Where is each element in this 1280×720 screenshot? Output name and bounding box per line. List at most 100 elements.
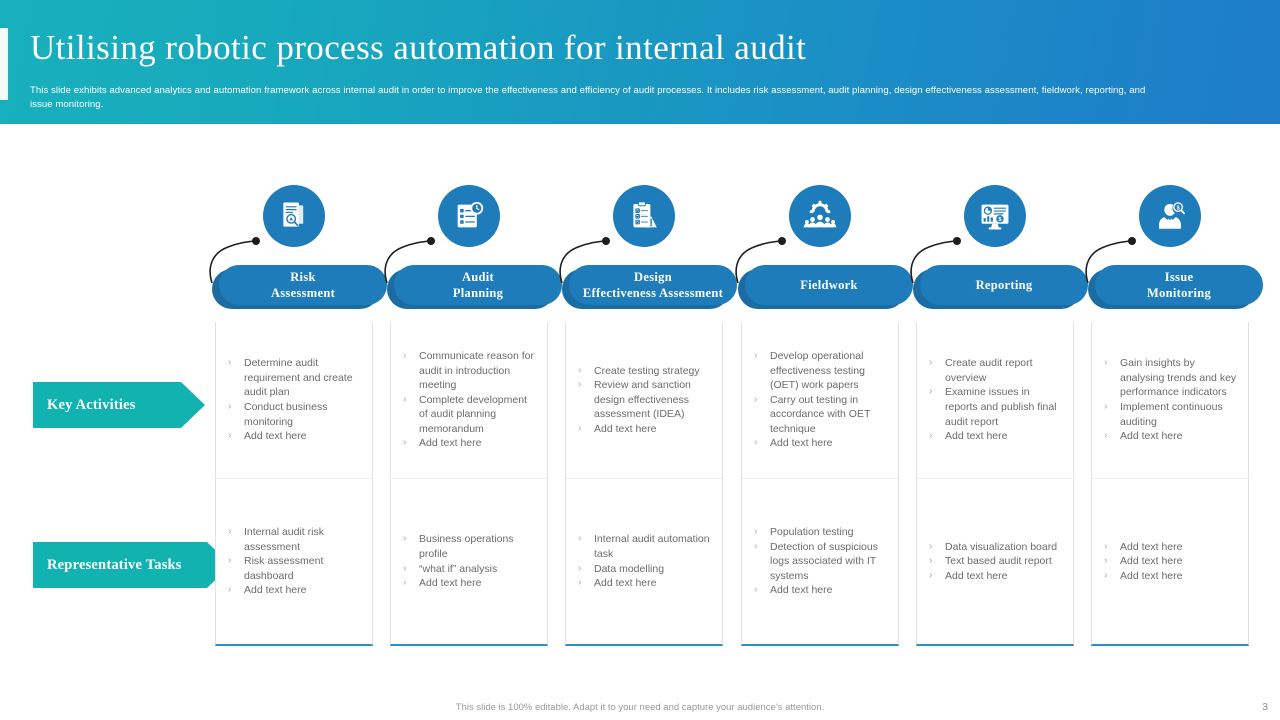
chevron-right-icon: › xyxy=(1104,540,1108,552)
list-item: ›Add text here xyxy=(401,576,537,591)
stage-label-line1: Reporting xyxy=(975,278,1033,292)
list-item: ›Risk assessment dashboard xyxy=(226,554,362,583)
stage-connector-line xyxy=(735,237,786,284)
representative-tasks-cell-1: › Internal audit risk assessment›Risk ass… xyxy=(215,479,373,646)
chevron-right-icon: › xyxy=(754,393,758,405)
team-gear-icon[interactable] xyxy=(789,185,851,247)
list-item-text: Create audit report overview xyxy=(945,357,1033,384)
stage-label-pill-4[interactable]: Fieldwork xyxy=(745,265,913,305)
list-item-text: Internal audit risk assessment xyxy=(244,526,324,553)
list-item-text: Add text here xyxy=(770,584,833,597)
list-item-text: Add text here xyxy=(945,430,1008,443)
bullet-list: ›Gain insights by analysing trends and k… xyxy=(1102,356,1238,444)
chevron-right-icon: › xyxy=(578,533,582,545)
list-item: ›Gain insights by analysing trends and k… xyxy=(1102,356,1238,400)
chevron-right-icon: › xyxy=(754,437,758,449)
representative-tasks-cell-5: › Data visualization board›Text based aud… xyxy=(916,479,1074,646)
chevron-right-icon: › xyxy=(754,540,758,552)
document-search-icon[interactable] xyxy=(263,185,325,247)
list-item: ›Internal audit automation task xyxy=(576,532,712,561)
stage-label-line1: Design xyxy=(634,270,672,284)
representative-tasks-cell-6: ›Add text here›Add text here›Add text he… xyxy=(1091,479,1249,646)
list-item-text: Add text here xyxy=(1120,540,1183,553)
stage-5[interactable]: $ Reporting xyxy=(910,185,1088,320)
list-item-text: Carry out testing in accordance with OET… xyxy=(770,393,871,435)
row-label-representative-tasks-text: Representative Tasks xyxy=(47,556,182,573)
list-item: › Carry out testing in accordance with OE… xyxy=(752,393,888,437)
dashboard-monitor-icon[interactable]: $ xyxy=(964,185,1026,247)
clipboard-pencil-icon[interactable] xyxy=(613,185,675,247)
list-item-text: Determine audit requirement and create a… xyxy=(244,357,353,399)
list-item-text: Add text here xyxy=(419,437,482,450)
chevron-right-icon: › xyxy=(929,357,933,369)
chevron-right-icon: › xyxy=(403,393,407,405)
bullet-list: ›Add text here›Add text here›Add text he… xyxy=(1102,540,1238,584)
stage-label-line2: Assessment xyxy=(270,286,336,300)
bullet-list: ›Internal audit automation task› Data mod… xyxy=(576,532,712,590)
checklist-clock-icon[interactable] xyxy=(438,185,500,247)
person-magnifier-icon[interactable]: $ xyxy=(1139,185,1201,247)
stage-label-line1: Audit xyxy=(461,270,495,284)
list-item: › Data modelling xyxy=(576,562,712,577)
list-item: ›Add text here xyxy=(927,429,1063,444)
list-item-text: Communicate reason for audit in introduc… xyxy=(419,349,534,392)
key-activities-cell-4: ›Develop operational effectiveness testi… xyxy=(741,322,899,479)
stage-connector-line xyxy=(384,237,435,284)
stage-label-pill-5[interactable]: Reporting xyxy=(920,265,1088,305)
list-item-text: Data modelling xyxy=(594,562,665,575)
list-item-text: Text based audit report xyxy=(945,555,1052,568)
list-item: ›Text based audit report xyxy=(927,554,1063,569)
list-item-text: Risk assessment dashboard xyxy=(244,555,324,582)
list-item: › Create audit report overview xyxy=(927,356,1063,385)
list-item: › Add text here xyxy=(752,583,888,598)
page-title: Utilising robotic process automation for… xyxy=(30,28,807,67)
stage-label-line2: Effectiveness Assessment xyxy=(582,286,724,300)
list-item: ›Add text here xyxy=(226,429,362,444)
list-item: ›Examine issues in reports and publish f… xyxy=(927,385,1063,429)
chevron-right-icon: › xyxy=(1104,430,1108,442)
list-item-text: Add text here xyxy=(770,437,833,450)
list-item: ›Add text here xyxy=(927,569,1063,584)
stage-connector-line xyxy=(209,237,260,284)
list-item-text: Add text here xyxy=(594,577,657,590)
bullet-list: ›Develop operational effectiveness testi… xyxy=(752,349,888,451)
chevron-right-icon: › xyxy=(1104,555,1108,567)
row-label-key-activities: Key Activities xyxy=(33,382,205,428)
list-item-text: “what if” analysis xyxy=(419,562,498,575)
chevron-right-icon: › xyxy=(929,540,933,552)
list-item: ›Implement continuous auditing xyxy=(1102,400,1238,429)
list-item-text: Add text here xyxy=(594,422,657,435)
list-item-text: Data visualization board xyxy=(945,540,1058,553)
chevron-right-icon: › xyxy=(403,562,407,574)
list-item-text: Conduct business monitoring xyxy=(244,401,328,428)
slide-header: Utilising robotic process automation for… xyxy=(0,0,1280,124)
list-item: ›Determine audit requirement and create … xyxy=(226,356,362,400)
list-item-text: Implement continuous auditing xyxy=(1120,401,1223,428)
stage-4[interactable]: Fieldwork xyxy=(735,185,913,320)
stage-label-line1: Issue xyxy=(1164,270,1194,284)
chevron-right-icon: › xyxy=(754,584,758,596)
list-item: ›Add text here xyxy=(1102,569,1238,584)
list-item: ›Add text here xyxy=(1102,429,1238,444)
chevron-right-icon: › xyxy=(228,526,232,538)
stage-label-line2: Planning xyxy=(452,286,504,300)
chevron-right-icon: › xyxy=(228,430,232,442)
representative-tasks-cell-2: ›Business operations profile›“what if” a… xyxy=(390,479,548,646)
stage-label-line1: Fieldwork xyxy=(800,278,858,292)
bullet-list: › Internal audit risk assessment›Risk ass… xyxy=(226,525,362,598)
footer-note: This slide is 100% editable. Adapt it to… xyxy=(455,702,825,713)
list-item: ›Add text here xyxy=(226,583,362,598)
list-item: ›Detection of suspicious logs associated… xyxy=(752,540,888,584)
stage-connector-line xyxy=(1085,237,1136,284)
chevron-right-icon: › xyxy=(578,562,582,574)
list-item-text: Add text here xyxy=(419,577,482,590)
